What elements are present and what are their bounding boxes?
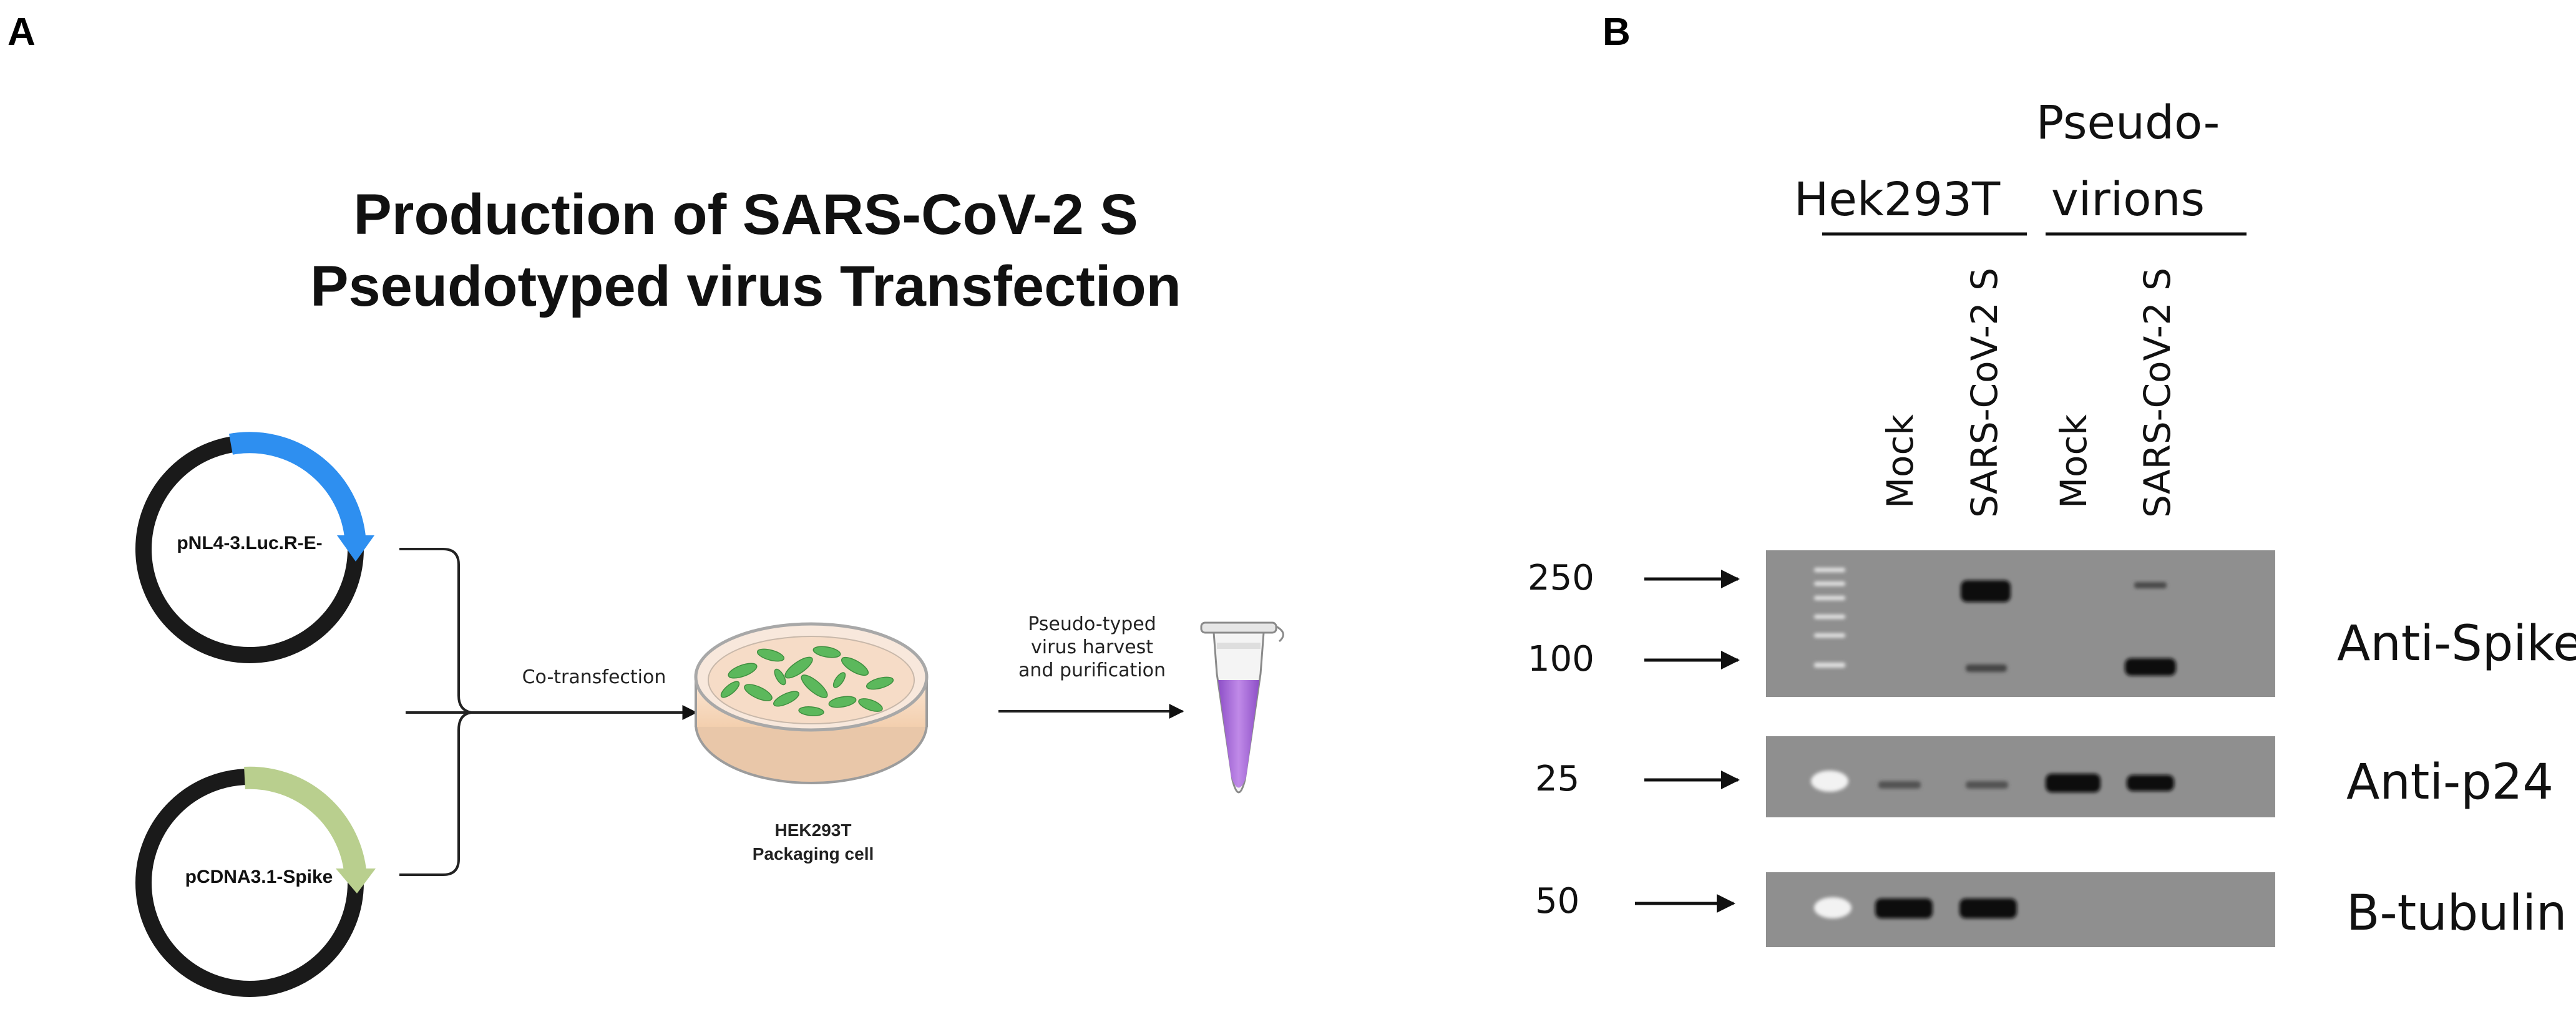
harvest-label-line3: and purification xyxy=(1018,659,1166,681)
group2-label-line1: Pseudo- xyxy=(2036,96,2220,150)
band-p24-cell-mock xyxy=(1878,781,1921,789)
band-spike-virion-250 xyxy=(2134,582,2167,588)
ladder-bands xyxy=(1814,568,1845,668)
band-p24-cell-spike xyxy=(1966,781,2008,789)
blot-label-anti-spike: Anti-Spike xyxy=(2337,616,2576,672)
diagram-title-line2: Pseudotyped virus Transfection xyxy=(310,255,1181,318)
marker-label-50: 50 xyxy=(1535,881,1579,922)
diagram-title-line1: Production of SARS-CoV-2 S xyxy=(353,183,1138,246)
cells-icon xyxy=(720,646,894,716)
blot-label-anti-p24: Anti-p24 xyxy=(2346,754,2554,810)
plasmid-pcdna3-1-spike: pCDNA3.1-Spike xyxy=(135,766,376,997)
cell-label-line1: HEK293T xyxy=(775,820,852,840)
panel-a-letter: A xyxy=(7,11,36,54)
harvest-label-line1: Pseudo-typed xyxy=(1028,613,1156,635)
blot-label-b-tubulin: B-tubulin xyxy=(2346,885,2567,941)
lane-label-2: SARS-CoV-2 S xyxy=(1963,268,2006,518)
microcentrifuge-tube-icon xyxy=(1200,621,1284,794)
co-transfection-label: Co-transfection xyxy=(522,666,666,688)
panel-b-letter: B xyxy=(1603,11,1631,54)
plasmid1-label: pNL4-3.Luc.R-E- xyxy=(177,533,322,553)
marker-label-25: 25 xyxy=(1535,759,1579,799)
lane-label-4: SARS-CoV-2 S xyxy=(2136,268,2178,518)
cell-label-line2: Packaging cell xyxy=(753,844,874,864)
plasmid1-arrowhead-icon xyxy=(337,535,374,562)
marker-label-100: 100 xyxy=(1528,639,1594,679)
band-spike-cell-250 xyxy=(1961,580,2011,602)
plasmid2-insert-arc xyxy=(244,766,367,878)
band-p24-virion-mock xyxy=(2046,774,2100,792)
plasmid-pnl4-3: pNL4-3.Luc.R-E- xyxy=(135,432,374,663)
marker-label-250: 250 xyxy=(1528,558,1594,598)
blot-anti-spike xyxy=(1766,550,2275,697)
blot-anti-p24 xyxy=(1766,736,2275,817)
plasmid1-insert-arc xyxy=(229,432,366,547)
band-spike-virion-100 xyxy=(2125,658,2176,676)
ladder-band-p24 xyxy=(1811,771,1848,792)
band-tubulin-cell-spike xyxy=(1959,898,2017,918)
plasmid2-arrowhead-icon xyxy=(336,868,376,893)
lane-label-3: Mock xyxy=(2052,414,2095,508)
petri-dish-hek293t xyxy=(694,622,929,784)
band-p24-virion-spike xyxy=(2127,775,2174,791)
co-transfection-connector xyxy=(399,548,698,876)
blot-b-tubulin xyxy=(1766,872,2275,947)
plasmid2-label: pCDNA3.1-Spike xyxy=(185,867,333,887)
group1-label: Hek293T xyxy=(1794,173,2001,226)
band-tubulin-cell-mock xyxy=(1875,898,1933,918)
band-spike-cell-100 xyxy=(1966,664,2007,672)
ladder-band-tubulin xyxy=(1814,897,1852,918)
harvest-label-line2: virus harvest xyxy=(1031,636,1153,658)
group2-label-line2: virions xyxy=(2051,173,2205,226)
lane-label-1: Mock xyxy=(1879,414,1921,508)
